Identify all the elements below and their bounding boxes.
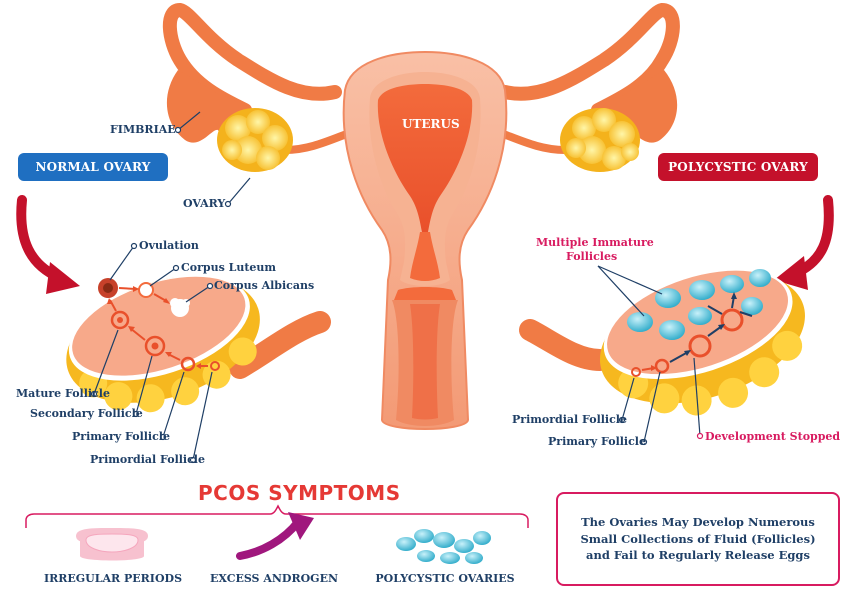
info-text: The Ovaries May Develop Numerous Small C… (580, 514, 816, 563)
mature-follicle-dot (110, 310, 130, 330)
left-top-ovary (217, 108, 293, 172)
multiple-immature-label: Multiple Immature (536, 236, 654, 249)
right-arrow-head (774, 256, 808, 290)
normal-ovary-pill: NORMAL OVARY (18, 153, 168, 181)
symptoms-title: PCOS SYMPTOMS (198, 481, 401, 505)
follicles-label: Follicles (566, 250, 618, 263)
secondary-follicle-dot (144, 335, 166, 357)
uterus-label: UTERUS (402, 117, 460, 131)
info-box: The Ovaries May Develop Numerous Small C… (556, 492, 840, 586)
development-stopped-label: Development Stopped (705, 430, 841, 443)
primordial-follicle-dot (210, 361, 220, 371)
ovary-label: OVARY (183, 197, 226, 210)
uterus-body (342, 50, 508, 430)
right-top-ovary (560, 108, 640, 172)
left-arrow-head (46, 262, 80, 294)
polycystic-ovary-diagram (519, 269, 805, 416)
pad-icon (76, 528, 148, 561)
primary-follicle-label-left: Primary Follicle (72, 430, 170, 443)
symptom-polycystic-ovaries: POLYCYSTIC OVARIES (375, 572, 515, 585)
corpus-albicans-label: Corpus Albicans (214, 279, 315, 292)
normal-ovary-diagram (66, 275, 331, 413)
primary-follicle-label-right: Primary Follicle (548, 435, 646, 448)
ovulation-label: Ovulation (139, 239, 199, 252)
leader-lines (93, 111, 701, 461)
primary-follicle-dot (180, 356, 196, 372)
arrow-up-icon (236, 512, 314, 560)
cysts (627, 269, 771, 340)
fimbriae-label: FIMBRIAE (110, 123, 176, 136)
secondary-follicle-label: Secondary Follicle (30, 407, 143, 420)
cysts-icon (396, 529, 491, 564)
symptom-irregular-periods: IRREGULAR PERIODS (43, 572, 183, 585)
primordial-follicle-label-right: Primordial Follicle (512, 413, 627, 426)
polycystic-ovary-pill: POLYCYSTIC OVARY (658, 153, 818, 181)
mature-follicle-label: Mature Follicle (16, 387, 110, 400)
corpus-luteum-dot (138, 282, 154, 298)
symptom-excess-androgen: EXCESS ANDROGEN (209, 572, 339, 585)
primordial-follicle-label-left: Primordial Follicle (90, 453, 205, 466)
symptoms-bracket (25, 504, 529, 528)
corpus-luteum-label: Corpus Luteum (181, 261, 277, 274)
